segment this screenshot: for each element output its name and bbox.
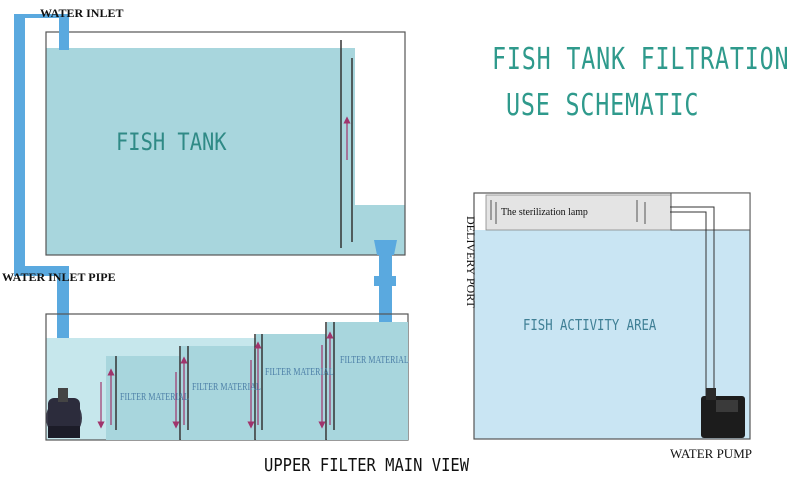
sterilization-lamp-housing [485, 194, 672, 231]
fish-activity-area-label: FISH ACTIVITY AREA [523, 316, 657, 334]
fish-tank-water [46, 48, 355, 255]
fish-tank [45, 31, 406, 256]
water-pump-icon [701, 388, 745, 438]
water-inlet-pipe-label: WATER INLET PIPE [2, 270, 116, 284]
water-pump-icon [46, 388, 82, 438]
fish-tank-label: FISH TANK [116, 128, 227, 156]
upper-filter [45, 313, 409, 441]
water-inlet-label: WATER INLET [40, 6, 124, 20]
fish-tank-outline [45, 31, 406, 256]
aquarium-outline [473, 192, 751, 440]
aquarium [473, 192, 751, 440]
filter-chamber-1 [106, 356, 180, 440]
upper-filter-main-view-label: UPPER FILTER MAIN VIEW [264, 455, 470, 476]
delivery-port-label: DELIVERY PORT [464, 216, 478, 308]
filter-material-label-3: FILTER MATERIAL [265, 367, 334, 378]
filter-chamber-2 [181, 346, 255, 440]
filter-chamber-3 [256, 334, 326, 440]
filter-material-label-2: FILTER MATERIAL [192, 382, 261, 393]
overflow-pipe [374, 240, 397, 342]
filter-material-label-1: FILTER MATERIAL [120, 392, 189, 403]
sterilization-lamp-label: The sterilization lamp [501, 206, 588, 218]
diagram-title-line2: USE SCHEMATIC [506, 88, 700, 123]
filter-chamber-4 [327, 322, 408, 440]
diagram-title-line1: FISH TANK FILTRATION [492, 42, 790, 77]
water-pump-label: WATER PUMP [670, 446, 752, 461]
filter-material-label-4: FILTER MATERIAL [340, 355, 409, 366]
